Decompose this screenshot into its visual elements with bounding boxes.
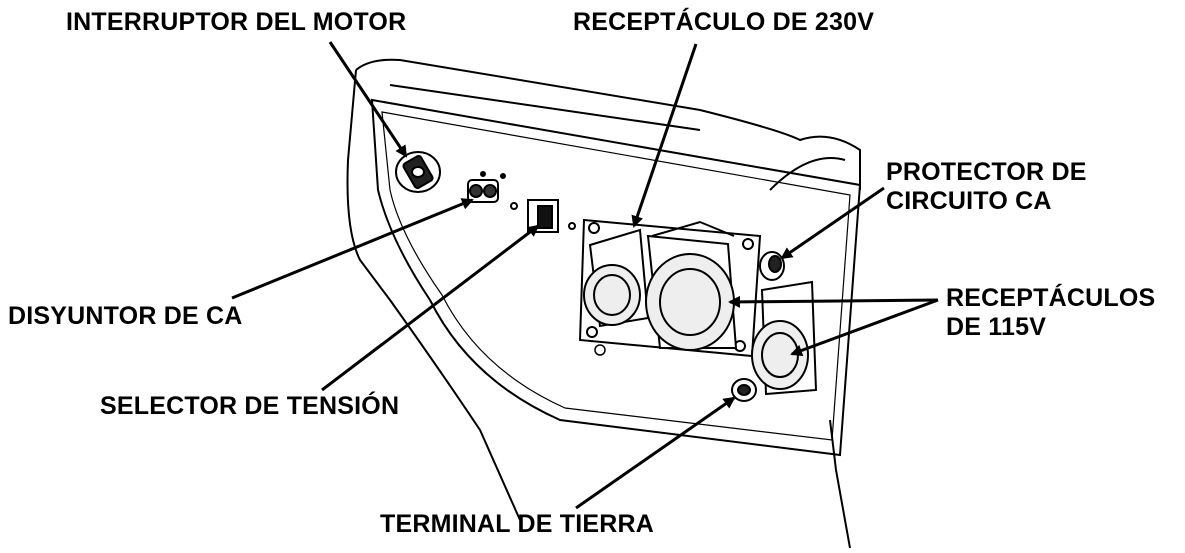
label-ac-breaker: DISYUNTOR DE CA [8, 302, 243, 330]
engine-switch-knob [395, 151, 441, 193]
label-ground-terminal: TERMINAL DE TIERRA [380, 510, 654, 538]
label-ac-circuit-protector-line2: CIRCUITO CA [886, 187, 1052, 215]
receptacle-230v-center [645, 220, 738, 351]
ac-circuit-protector-button [759, 251, 785, 281]
leader-230v [631, 43, 698, 228]
voltage-selector-switch [510, 199, 576, 233]
label-ac-circuit-protector-line1: PROTECTOR DE [886, 158, 1087, 186]
leader-protector [780, 186, 885, 260]
label-engine-switch: INTERRUPTOR DEL MOTOR [66, 8, 407, 36]
label-receptacles-115v-line2: DE 115V [946, 313, 1047, 341]
leader-selector [321, 224, 540, 392]
label-ac-circuit-protector: PROTECTOR DE CIRCUITO CA [886, 158, 1087, 216]
leader-engine-switch [328, 41, 408, 158]
ac-breaker-part [467, 171, 506, 203]
control-panel-face [370, 98, 862, 457]
label-voltage-selector: SELECTOR DE TENSIÓN [100, 392, 400, 420]
label-receptacles-115v-line1: RECEPTÁCULOS [946, 284, 1156, 312]
receptacle-115v-left [583, 228, 650, 328]
leader-115v-lower [790, 298, 939, 357]
screw-hole [594, 344, 606, 356]
leader-115v-upper [728, 295, 939, 308]
receptacle-115v-right [751, 280, 818, 396]
leader-lines [231, 41, 939, 510]
label-receptacle-230v: RECEPTÁCULO DE 230V [573, 8, 875, 36]
leader-ground [575, 396, 736, 510]
leader-breaker [231, 198, 474, 300]
label-receptacles-115v: RECEPTÁCULOS DE 115V [946, 284, 1155, 342]
ground-terminal-part [731, 378, 757, 402]
